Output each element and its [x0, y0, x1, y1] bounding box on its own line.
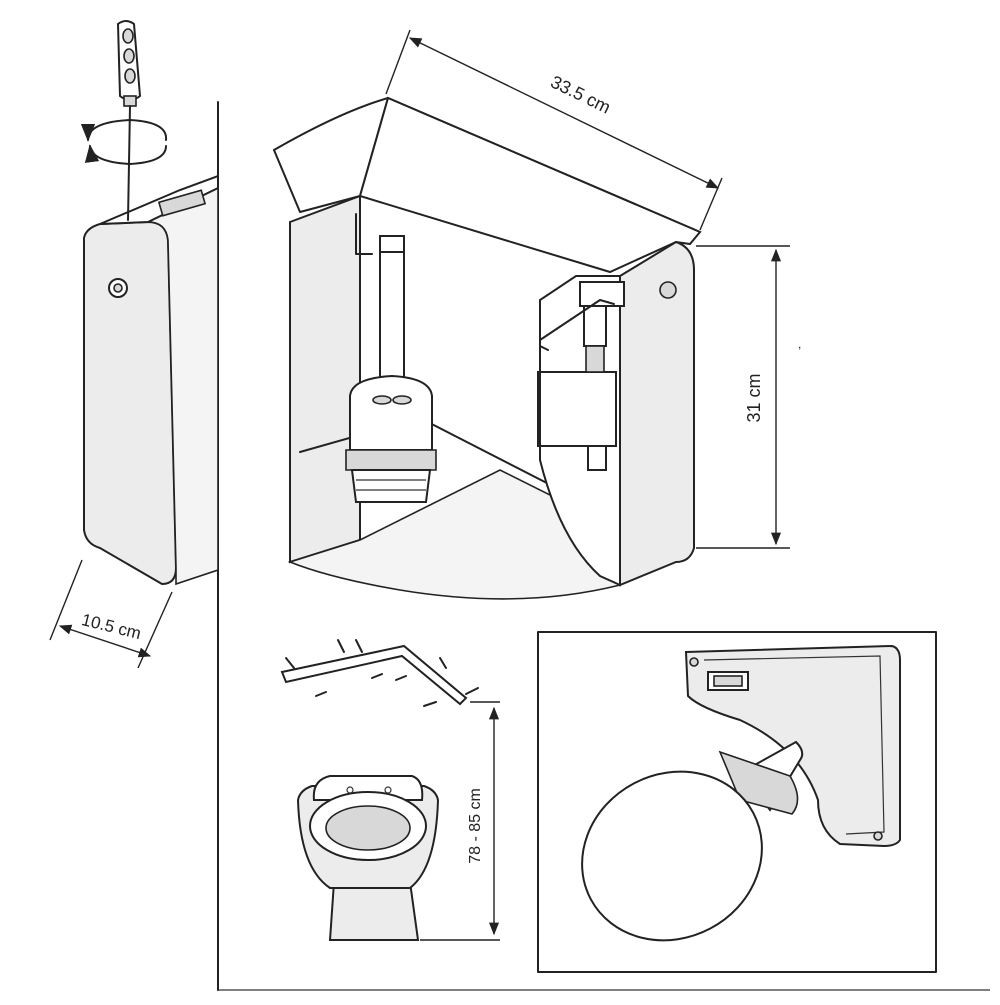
screwdriver-icon — [116, 20, 142, 221]
tank-left-wall — [289, 194, 361, 564]
tank-lid-surface — [358, 96, 702, 274]
fill-valve-stem — [585, 345, 605, 373]
corner-screw-2 — [873, 831, 883, 841]
toilet-rim-back — [312, 775, 424, 801]
top-view-frame — [537, 631, 937, 973]
flush-valve — [345, 213, 437, 503]
float-arm — [539, 299, 615, 341]
corner-screw-1 — [689, 657, 699, 667]
side-inlet-hole-inner — [113, 283, 123, 293]
screw-set — [285, 639, 479, 707]
fill-valve-head — [579, 281, 625, 307]
tank-side-view — [83, 174, 219, 586]
toilet-bowl — [296, 775, 440, 941]
mount-height-dimension: 78 - 85 cm — [420, 701, 500, 941]
fill-valve-body — [583, 305, 607, 347]
width-label: 33.5 cm — [547, 72, 613, 118]
mounting-bracket — [280, 639, 479, 707]
flush-valve-seal — [345, 449, 437, 471]
top-view-panel — [537, 631, 937, 973]
tank-top-face — [99, 174, 219, 225]
bowl-seat-top — [581, 770, 763, 942]
depth-label: 10.5 cm — [80, 610, 143, 643]
tank-floor — [287, 469, 621, 600]
flush-valve-base — [350, 469, 432, 503]
stray-mark: , — [798, 337, 801, 351]
flush-button-top — [157, 189, 207, 217]
mount-height-label: 78 - 85 cm — [467, 788, 484, 864]
toilet-opening — [325, 805, 411, 851]
inlet-nut — [659, 281, 677, 299]
toilet-pedestal — [328, 881, 420, 941]
float-plate — [537, 371, 617, 447]
tank-side-face — [83, 220, 178, 586]
height-label: 31 cm — [744, 373, 764, 422]
rotate-arrows-icon — [80, 119, 168, 165]
tank-cutaway — [273, 96, 702, 600]
flush-valve-rod — [379, 251, 405, 383]
flush-valve-hook — [355, 213, 373, 255]
flush-valve-float — [349, 374, 433, 451]
height-dimension: 31 cm — [696, 245, 790, 549]
tank-right-wall — [619, 240, 695, 587]
fill-valve-foot — [587, 445, 607, 471]
tank-front-face — [147, 186, 219, 586]
bracket-plate — [280, 644, 468, 706]
fill-valve — [537, 281, 677, 471]
